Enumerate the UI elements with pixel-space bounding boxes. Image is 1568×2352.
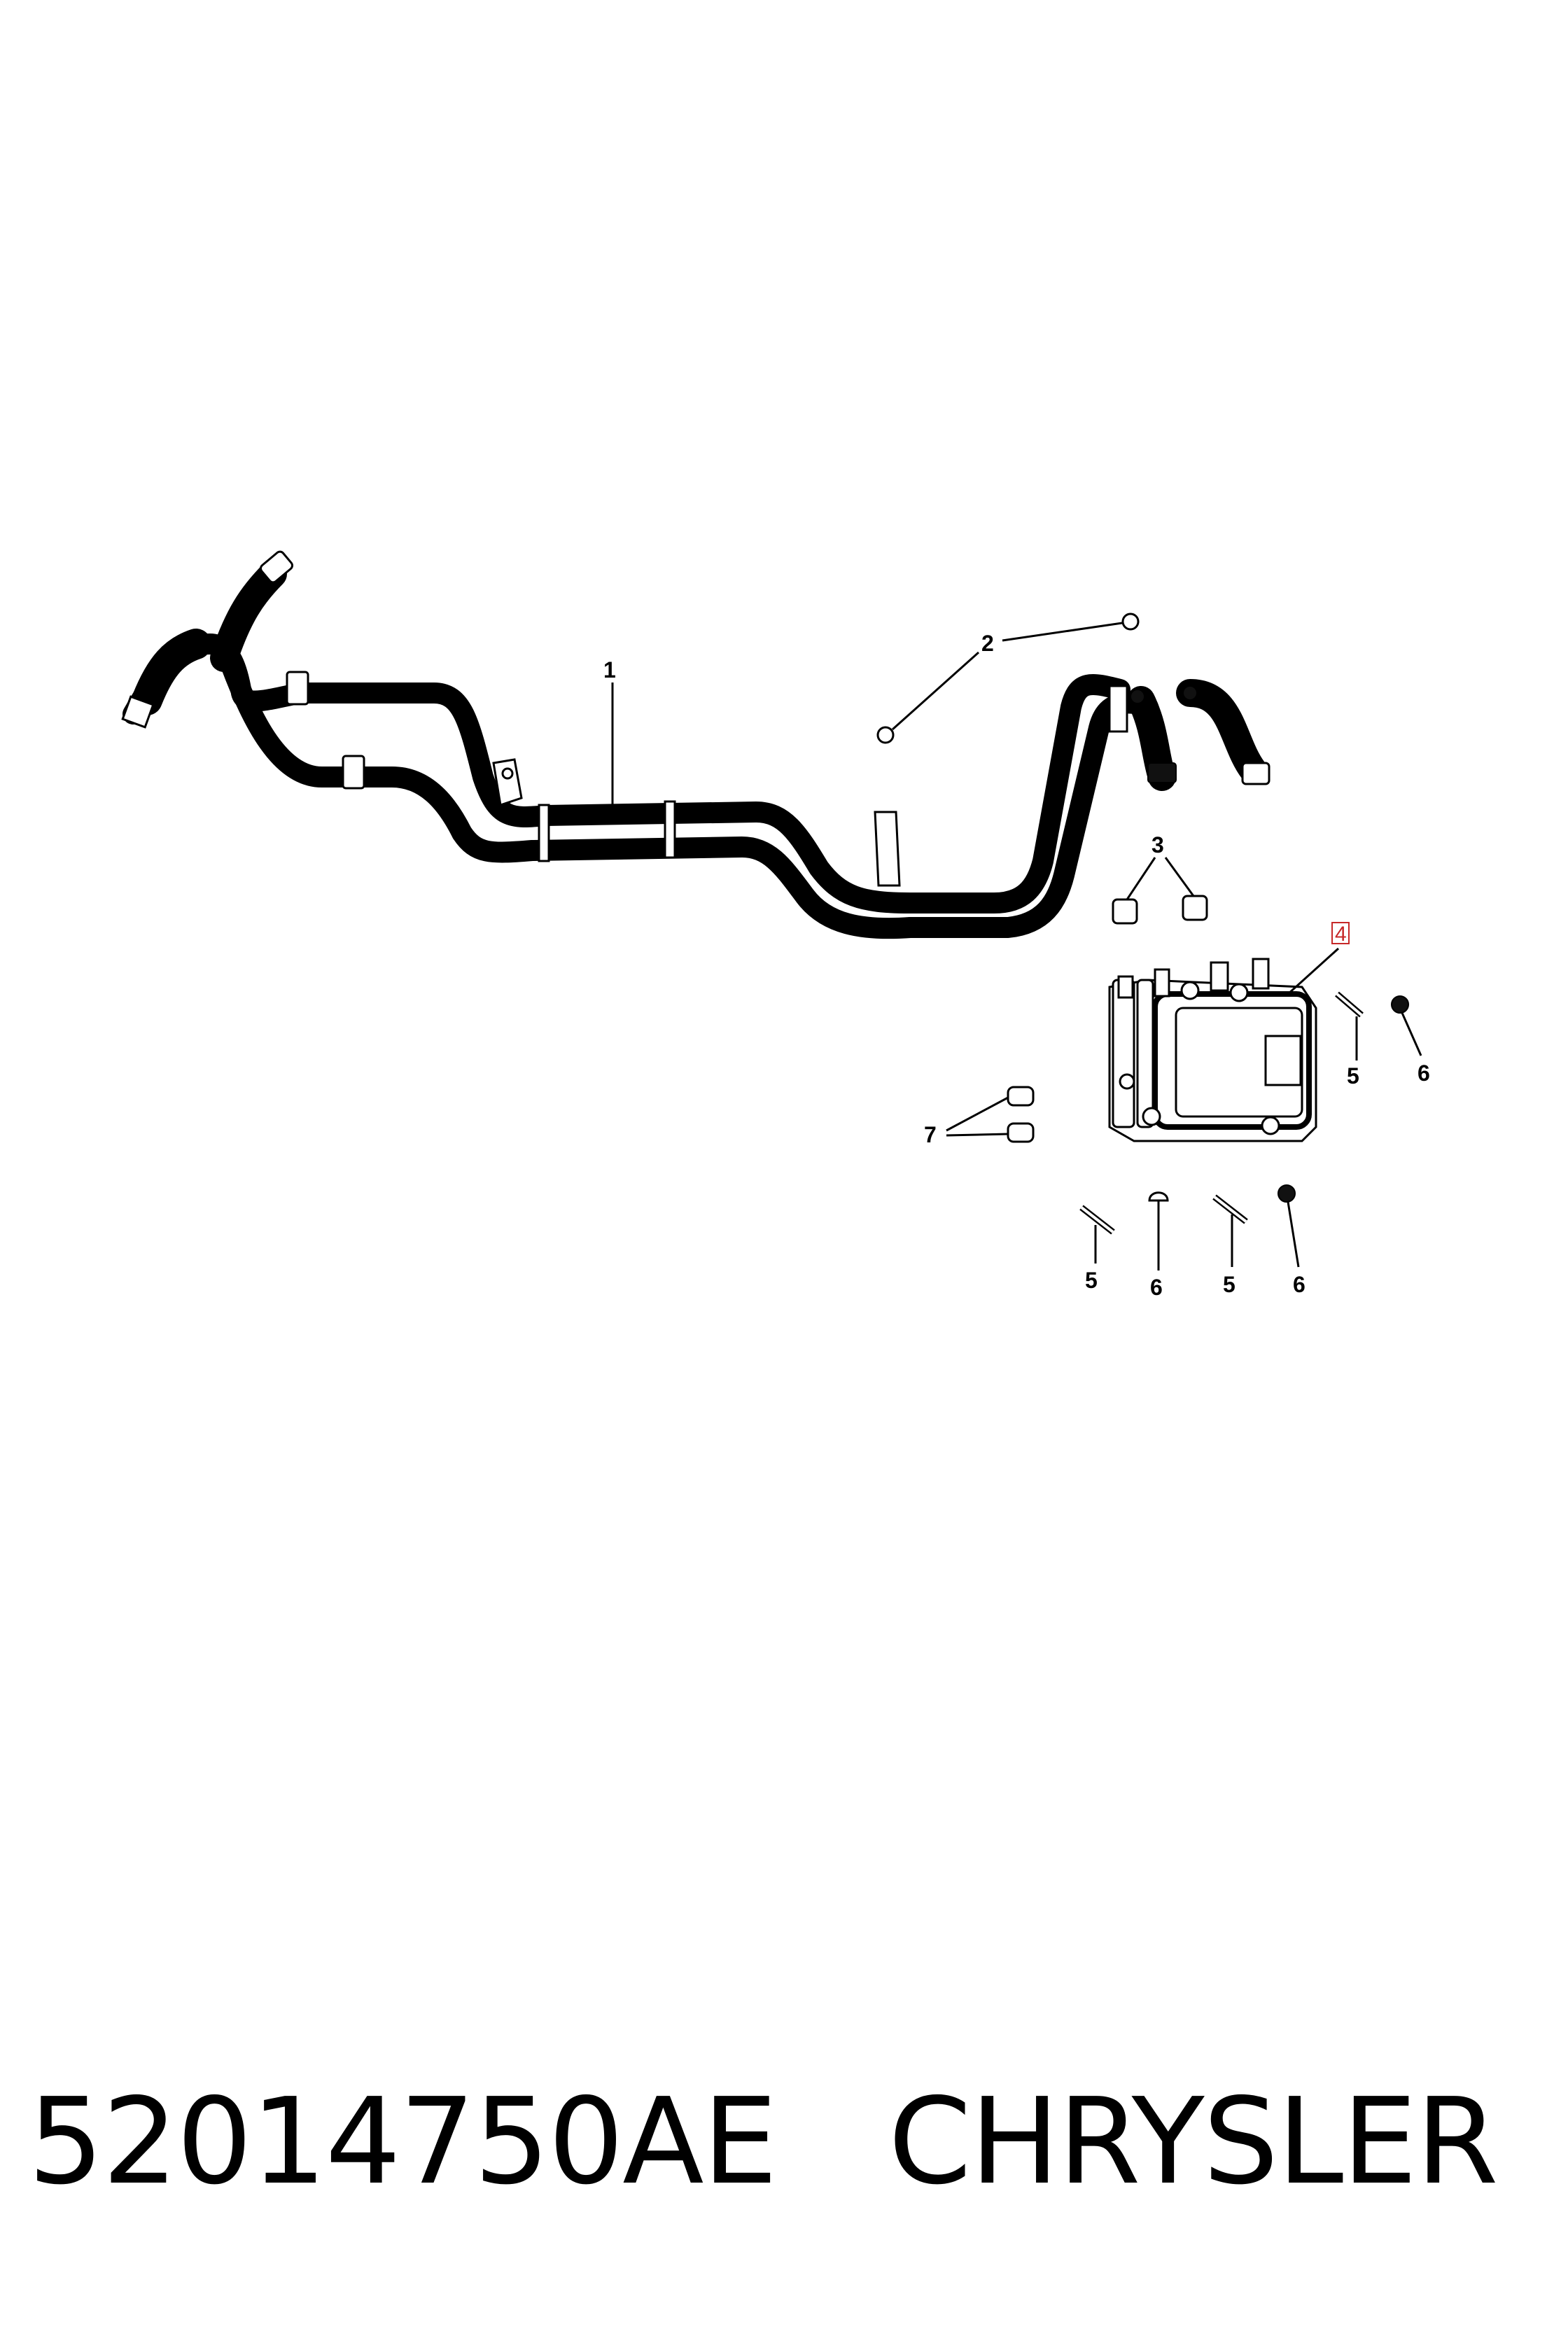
callout-7: 7 — [924, 1122, 937, 1147]
callout-2: 2 — [981, 631, 994, 656]
plug-upper — [1007, 1086, 1035, 1107]
callout-5c: 5 — [1223, 1272, 1236, 1297]
callout-6a: 6 — [1418, 1060, 1430, 1086]
callout-4: 4 — [1335, 923, 1347, 946]
oil-cooler-port-4 — [1252, 958, 1270, 990]
callout-6b: 6 — [1150, 1275, 1163, 1300]
fitting-left — [1112, 898, 1138, 925]
nut-2 — [1148, 1191, 1169, 1202]
cooler-line-assembly: 1 — [121, 550, 1270, 939]
mounting-bracket-right — [874, 811, 901, 887]
callout-5b: 5 — [1085, 1268, 1098, 1293]
part-number: 52014750AE — [28, 2073, 778, 2211]
cooler-tube-upper — [122, 634, 1130, 913]
clamp-left-lower — [342, 755, 365, 790]
callout-6c: 6 — [1293, 1272, 1306, 1297]
clamp-left-upper — [286, 671, 309, 706]
callout-4-box — [1331, 922, 1350, 944]
oil-cooler-port-1 — [1117, 975, 1134, 999]
stud-group: 5 5 5 — [1079, 991, 1364, 1297]
mounting-bracket-middle — [492, 758, 523, 806]
callout-1: 1 — [603, 657, 616, 682]
nut-1 — [1391, 995, 1409, 1014]
caption-bar: 52014750AE CHRYSLER — [28, 2062, 1554, 2222]
upper-left-fitting — [259, 550, 294, 584]
right-hose-clamp — [1147, 762, 1177, 783]
plug-lower — [1007, 1122, 1035, 1143]
fitting-right — [1182, 895, 1208, 921]
oil-cooler-port-3 — [1210, 961, 1229, 992]
fitting-group: 3 — [1112, 832, 1208, 925]
nut-3 — [1278, 1184, 1296, 1203]
callout-3: 3 — [1152, 832, 1164, 858]
oil-cooler: 4 — [1108, 922, 1350, 1142]
clip-lower — [876, 726, 895, 744]
callout-5a: 5 — [1347, 1063, 1359, 1088]
oil-cooler-port-2 — [1154, 968, 1170, 997]
oil-cooler-label-plate — [1264, 1035, 1302, 1086]
brand-name: CHRYSLER — [888, 2073, 1499, 2211]
left-end-fitting — [121, 695, 155, 729]
right-end-fitting — [1241, 762, 1270, 785]
mounting-bracket-upper-right — [1108, 685, 1128, 733]
clip-group: 2 — [876, 612, 1140, 744]
plug-group: 7 — [924, 1086, 1035, 1147]
cooler-tube-lower — [220, 654, 1158, 939]
nut-group: 6 6 6 — [1148, 995, 1430, 1300]
clip-upper — [1121, 612, 1140, 631]
